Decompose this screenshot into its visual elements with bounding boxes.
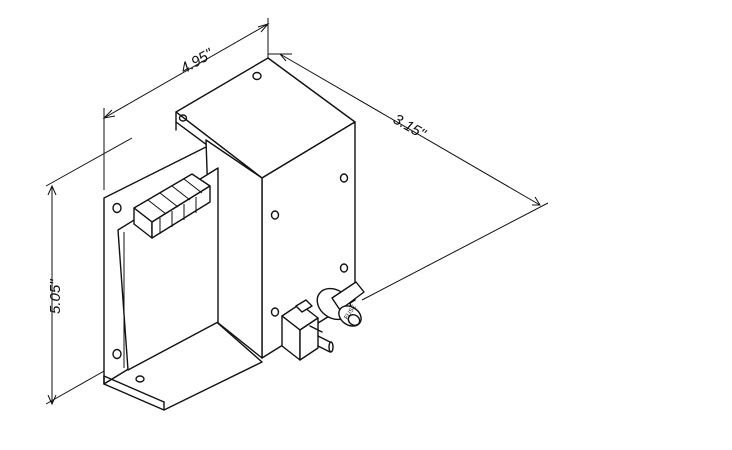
enclosure bbox=[103, 57, 356, 411]
fuse-holder: FUSE bbox=[316, 281, 365, 327]
screw-hole-icon bbox=[270, 307, 280, 317]
mounting-hole-icon bbox=[178, 114, 188, 122]
toggle-switch bbox=[281, 299, 334, 361]
mounting-hole-icon bbox=[112, 348, 122, 360]
mounting-hole-icon bbox=[135, 375, 145, 383]
width-dimension-label: 4.95" bbox=[178, 45, 217, 77]
height-dimension: 5.05" bbox=[45, 137, 133, 406]
mounting-hole-icon bbox=[112, 202, 122, 214]
depth-dimension-label: 3.15" bbox=[390, 111, 429, 143]
screw-hole-icon bbox=[339, 173, 349, 183]
terminal-strip bbox=[133, 173, 211, 239]
screw-hole-icon bbox=[339, 263, 349, 273]
height-dimension-label: 5.05" bbox=[47, 279, 64, 314]
screw-hole-icon bbox=[270, 210, 280, 220]
mounting-hole-icon bbox=[252, 71, 262, 81]
